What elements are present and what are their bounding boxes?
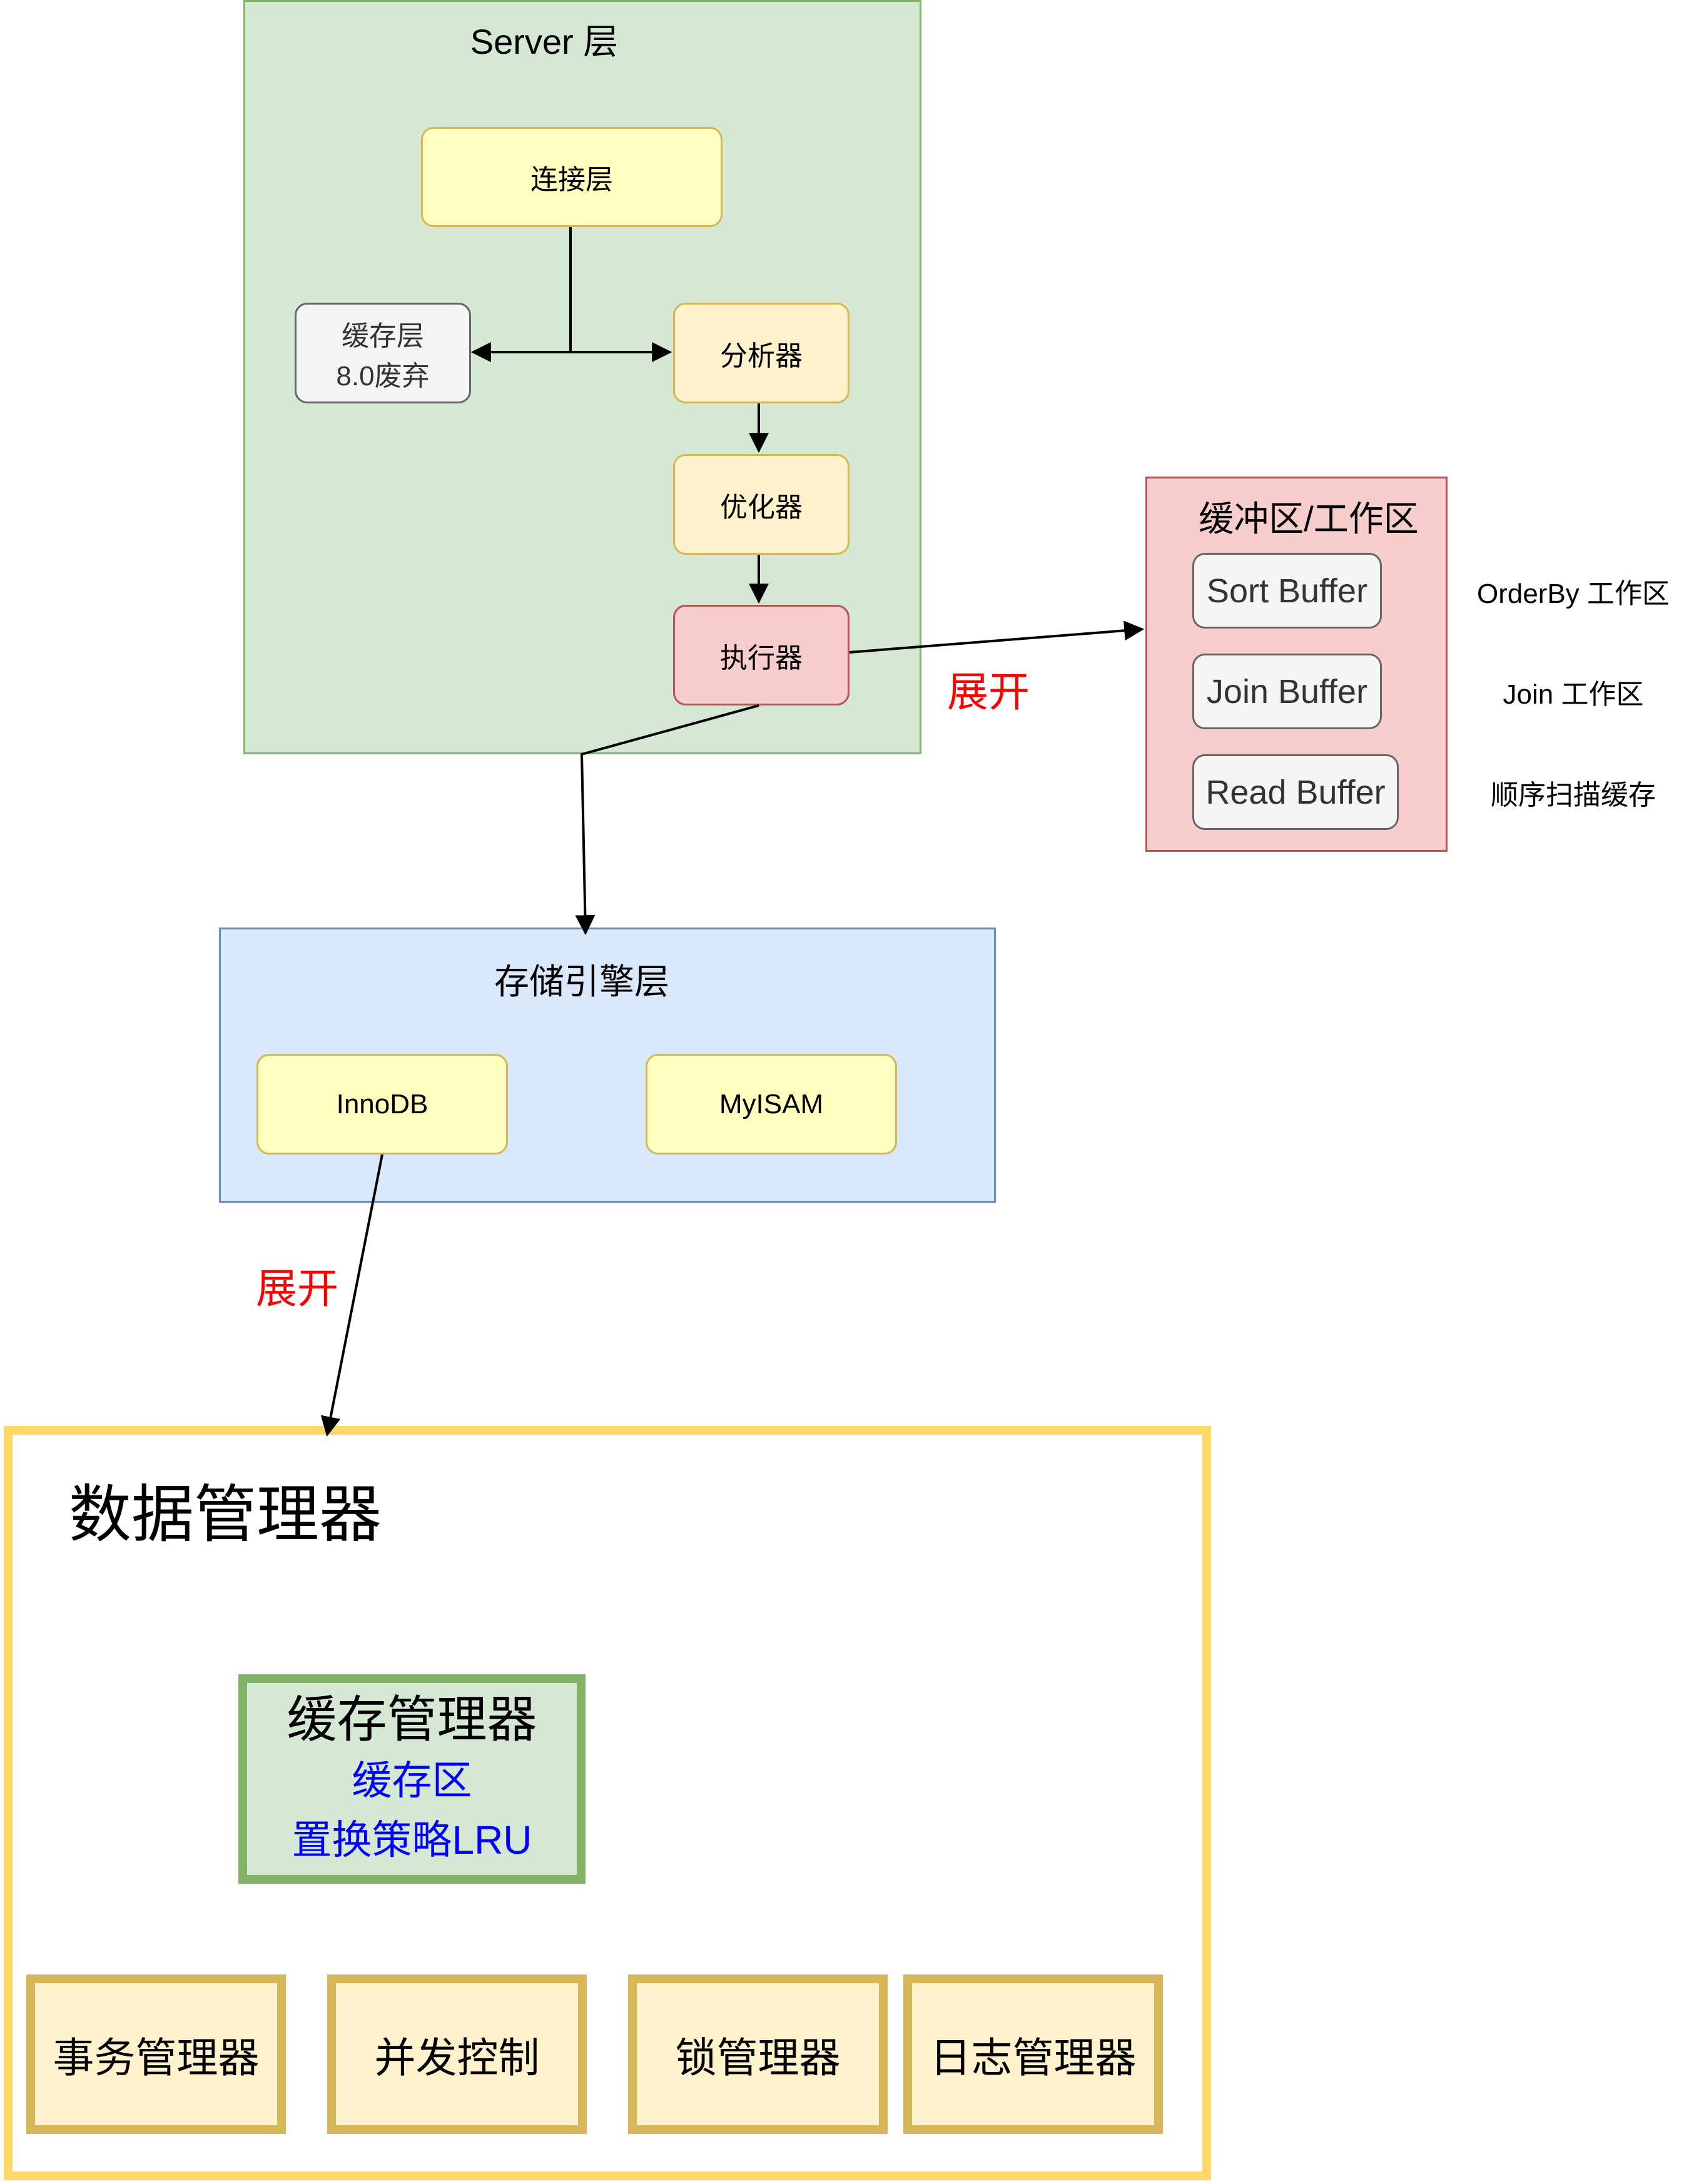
join-buffer: Join Buffer (1192, 654, 1382, 729)
read-buffer: Read Buffer (1192, 754, 1399, 830)
arrow-executor-to-buffer (849, 620, 1145, 654)
cache-layer-label: 缓存层 (342, 320, 424, 351)
read-buffer-note: 顺序扫描缓存 (1491, 780, 1656, 811)
buffer-region-title: 缓冲区/工作区 (1199, 498, 1419, 538)
sort-buffer-note: OrderBy 工作区 (1476, 579, 1670, 609)
optimizer: 优化器 (673, 454, 850, 555)
cache-manager-buffer-area: 缓存区 (352, 1757, 472, 1803)
data-manager-title: 数据管理器 (69, 1480, 382, 1550)
myisam-engine: MyISAM (646, 1054, 897, 1155)
executor: 执行器 (673, 605, 850, 705)
arrow-executor-to-storage (575, 704, 759, 936)
concurrency-control: 并发控制 (327, 1974, 587, 2134)
cache-manager-lru-policy: 置换策略LRU (292, 1817, 532, 1863)
lock-manager: 锁管理器 (628, 1974, 888, 2134)
connection-layer: 连接层 (421, 127, 723, 227)
cache-manager: 缓存管理器 缓存区 置换策略LRU (238, 1674, 586, 1884)
sort-buffer: Sort Buffer (1192, 553, 1382, 629)
innodb-engine: InnoDB (256, 1054, 508, 1155)
cache-layer-deprecated-note: 8.0废弃 (336, 360, 430, 392)
transaction-manager: 事务管理器 (26, 1974, 286, 2134)
expand-label-storage: 展开 (256, 1265, 338, 1312)
analyzer: 分析器 (673, 303, 850, 403)
cache-layer: 缓存层 8.0废弃 (295, 303, 471, 403)
cache-manager-title: 缓存管理器 (287, 1691, 537, 1747)
join-buffer-note: Join 工作区 (1503, 679, 1644, 710)
log-manager: 日志管理器 (903, 1974, 1163, 2134)
server-layer-title: Server 层 (470, 21, 619, 61)
storage-engine-title: 存储引擎层 (494, 961, 669, 1001)
arrow-innodb-to-data-manager (320, 1154, 383, 1437)
expand-label-buffer: 展开 (947, 669, 1030, 715)
